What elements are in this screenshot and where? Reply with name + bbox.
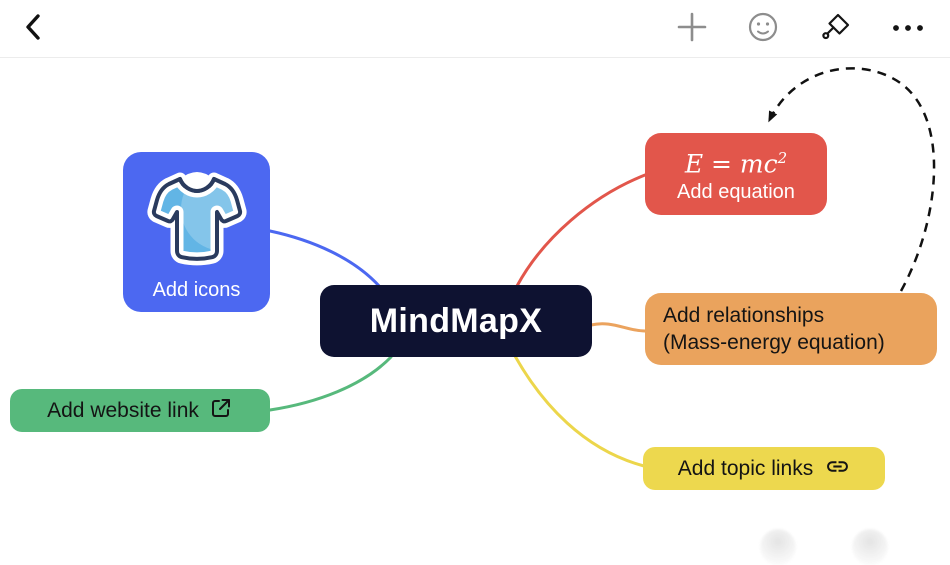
node-add-relationships-line1: Add relationships bbox=[663, 304, 825, 327]
node-add-icons-label: Add icons bbox=[152, 279, 241, 301]
toolbar bbox=[0, 0, 950, 58]
ellipsis-icon bbox=[891, 21, 925, 36]
paint-brush-icon bbox=[820, 11, 852, 46]
style-button[interactable] bbox=[818, 10, 854, 46]
emoji-button[interactable] bbox=[745, 10, 781, 46]
more-button[interactable] bbox=[890, 10, 926, 46]
bottom-action-button-1[interactable] bbox=[760, 529, 796, 565]
equation-formula: E = mc2 bbox=[685, 144, 787, 178]
node-add-topic-links-label: Add topic links bbox=[677, 456, 814, 480]
t-shirt-icon bbox=[146, 166, 247, 273]
external-link-icon bbox=[209, 396, 233, 425]
plus-icon bbox=[676, 11, 708, 46]
back-button[interactable] bbox=[16, 10, 52, 46]
node-add-website-link-label: Add website link bbox=[47, 398, 199, 422]
node-add-icons[interactable]: Add icons bbox=[123, 152, 270, 312]
node-add-relationships[interactable]: Add relationships (Mass-energy equation) bbox=[645, 293, 937, 365]
node-add-relationships-line2: (Mass-energy equation) bbox=[663, 331, 885, 354]
smiley-face-icon bbox=[747, 11, 779, 46]
chain-link-icon bbox=[825, 454, 850, 484]
branch-line-topics bbox=[513, 354, 646, 468]
node-add-equation[interactable]: E = mc2 Add equation bbox=[645, 133, 827, 215]
branch-line-website bbox=[268, 355, 393, 412]
equation-formula-exponent: 2 bbox=[777, 148, 788, 167]
bottom-action-button-2[interactable] bbox=[852, 529, 888, 565]
root-node-mindmapx[interactable]: MindMapX bbox=[320, 285, 592, 357]
root-node-label: MindMapX bbox=[369, 301, 543, 340]
chevron-left-icon bbox=[22, 13, 46, 44]
equation-formula-base: E = mc bbox=[684, 149, 778, 179]
mindmap-canvas: MindMapX Add icons Add website link bbox=[10, 67, 937, 565]
node-add-topic-links[interactable]: Add topic links bbox=[643, 447, 885, 490]
branch-line-icons bbox=[268, 229, 382, 289]
node-add-equation-label: Add equation bbox=[677, 181, 795, 204]
node-add-website-link[interactable]: Add website link bbox=[10, 389, 270, 432]
branch-line-equation bbox=[515, 173, 647, 288]
branch-line-relationships bbox=[589, 322, 647, 333]
add-node-button[interactable] bbox=[674, 10, 710, 46]
